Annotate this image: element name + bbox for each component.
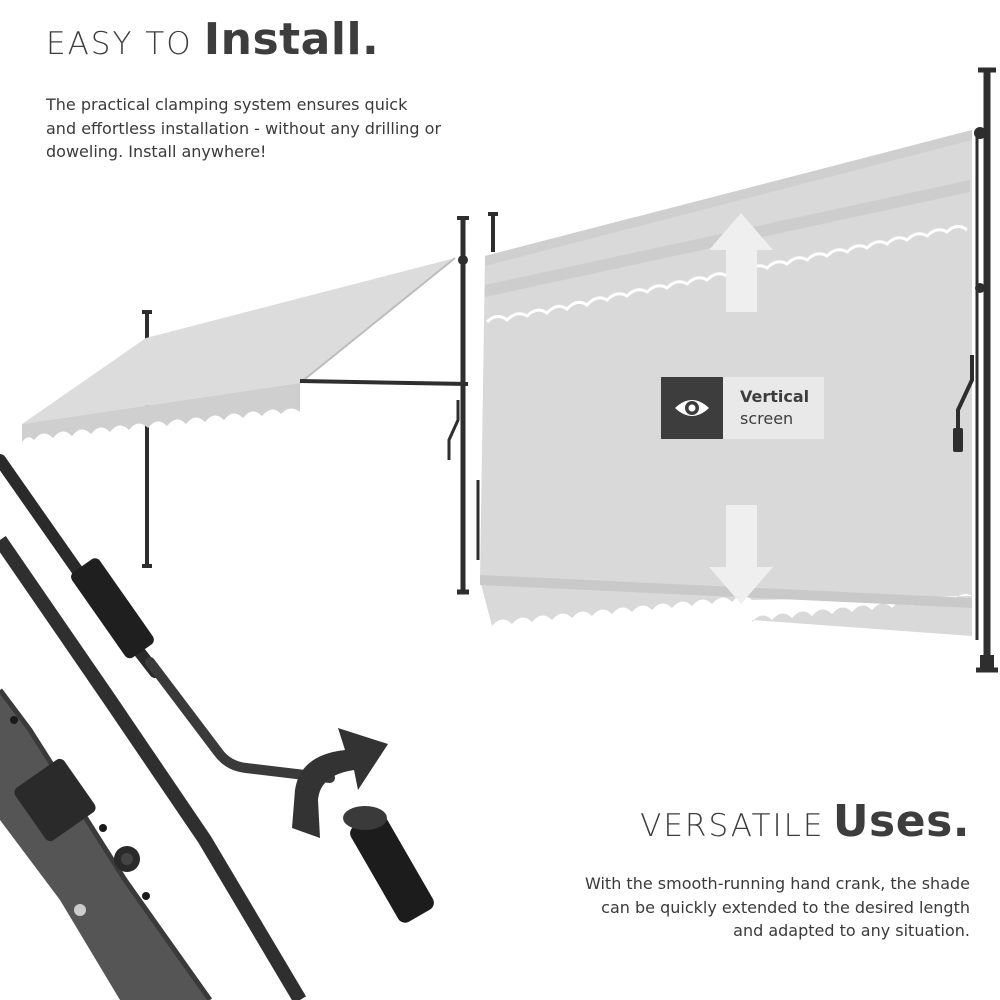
crank-closeup xyxy=(0,454,434,1000)
eye-icon xyxy=(661,377,723,439)
install-heading-bold: Install. xyxy=(203,14,380,65)
install-heading-light: EASY TO xyxy=(46,26,193,62)
badge-label: Vertical screen xyxy=(723,377,824,439)
uses-description-line: and adapted to any situation. xyxy=(733,921,970,940)
install-description-line: The practical clamping system ensures qu… xyxy=(46,95,408,114)
install-description-line: doweling. Install anywhere! xyxy=(46,142,267,161)
uses-description-line: can be quickly extended to the desired l… xyxy=(601,897,970,917)
extended-awning xyxy=(22,216,469,595)
install-description: The practical clamping system ensures qu… xyxy=(46,93,476,164)
badge-label-line1: Vertical xyxy=(740,387,810,406)
install-description-line: and effortless installation - without an… xyxy=(46,118,442,138)
arrow-up-icon xyxy=(709,213,773,312)
vertical-screen-badge: Vertical screen xyxy=(661,377,824,439)
uses-heading: VERSATILE Uses. xyxy=(640,796,970,847)
uses-heading-bold: Uses. xyxy=(832,796,970,847)
uses-description: With the smooth-running hand crank, the … xyxy=(540,872,970,943)
uses-description-line: With the smooth-running hand crank, the … xyxy=(585,874,970,893)
badge-label-line2: screen xyxy=(740,409,794,428)
uses-heading-light: VERSATILE xyxy=(640,808,825,844)
arrow-down-icon xyxy=(709,505,773,604)
install-heading: EASY TO Install. xyxy=(46,14,379,65)
